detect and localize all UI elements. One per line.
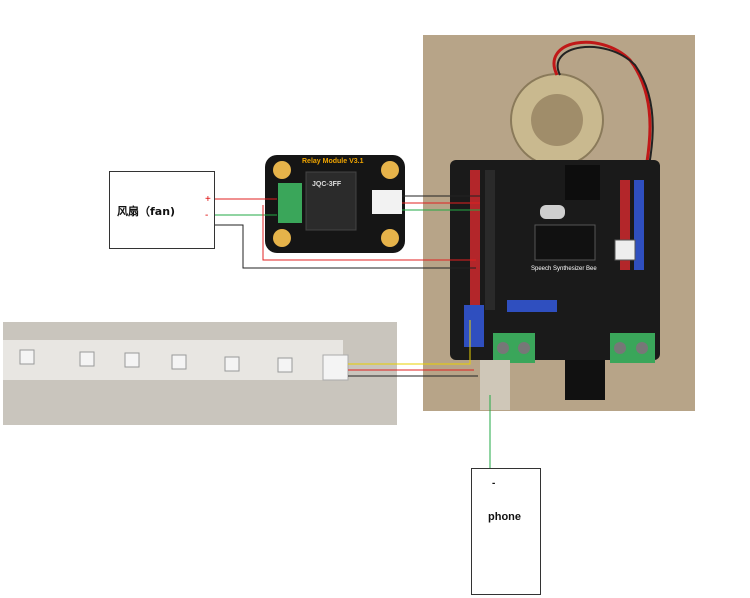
mount-hole [273,229,291,247]
phone-label: phone [488,511,521,523]
strip-connector [322,354,349,381]
red-header-left [470,170,495,310]
servo-header [507,300,557,312]
speaker-wire-black [556,45,654,201]
relay-title: Relay Module V3.1 [302,158,364,165]
relay-terminal [278,183,302,223]
mount-hole [381,161,399,179]
fan-box [109,171,215,249]
wire-relay-power [262,205,476,261]
speaker-cone [531,94,583,146]
relay-chip-body [305,171,357,231]
audio-jack [565,165,600,200]
wire-strip-data [348,320,471,365]
cable-plug [480,360,510,410]
i2c-header [464,305,484,347]
led-chips [19,349,293,373]
phone-box [471,468,541,595]
fan-minus-sign: - [205,210,209,221]
crystal [540,205,565,219]
board-title: Speech Synthesizer Bee [531,266,597,272]
main-chip [534,224,596,261]
fan-plus-sign: + [205,194,211,205]
relay-connector [372,190,402,214]
wire-fan-ground [213,224,476,269]
fan-label: 风扇（fan) [117,205,176,218]
power-jack [565,360,605,400]
phone-dash: - [492,478,496,489]
red-header-right [620,180,644,270]
mount-hole [273,161,291,179]
relay-chip-label: JQC-3FF [312,181,342,188]
mount-hole [381,229,399,247]
reset-button [614,239,636,261]
